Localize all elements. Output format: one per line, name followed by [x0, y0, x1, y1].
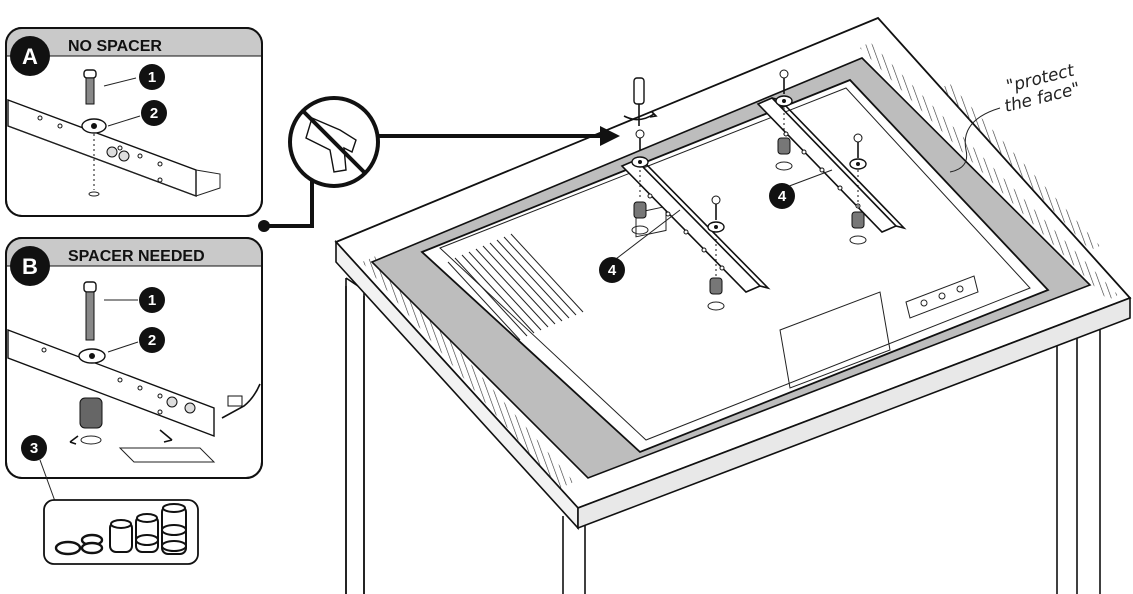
connector-to-panels — [266, 180, 314, 228]
svg-text:3: 3 — [30, 440, 38, 457]
tv-vent-grille — [447, 233, 584, 341]
svg-text:2: 2 — [148, 332, 156, 349]
panel-a-letter-badge — [10, 36, 50, 76]
panel-b-letter-badge — [10, 246, 50, 286]
svg-text:2: 2 — [150, 105, 158, 122]
svg-text:4: 4 — [778, 188, 787, 205]
svg-text:4: 4 — [608, 262, 617, 279]
panel-b-title: SPACER NEEDED — [68, 248, 205, 265]
callout-4-left: 4 — [599, 209, 681, 283]
panel-a-no-spacer: A NO SPACER 1 2 — [5, 27, 263, 217]
table-leg-right — [1056, 310, 1101, 594]
panel-b-spacer-needed: B SPACER NEEDED 1 2 3 — [5, 237, 263, 505]
screwdriver-icon — [623, 77, 658, 126]
no-power-drill-icon — [258, 96, 620, 232]
hardware-on-tv — [623, 69, 867, 311]
panel-a-title: NO SPACER — [68, 38, 162, 55]
svg-text:1: 1 — [148, 292, 156, 309]
svg-text:B: B — [22, 254, 38, 279]
spacer-icon — [633, 201, 647, 219]
spacer-set — [43, 499, 199, 565]
tv-stand-recess — [779, 291, 891, 389]
bolt-icon — [635, 129, 645, 150]
tv-port-recess — [635, 205, 667, 238]
callout-4-right: 4 — [769, 169, 833, 209]
svg-text:1: 1 — [148, 69, 156, 86]
svg-text:A: A — [22, 44, 38, 69]
table-leg-front — [562, 516, 586, 594]
tv-io-panel — [905, 275, 979, 319]
